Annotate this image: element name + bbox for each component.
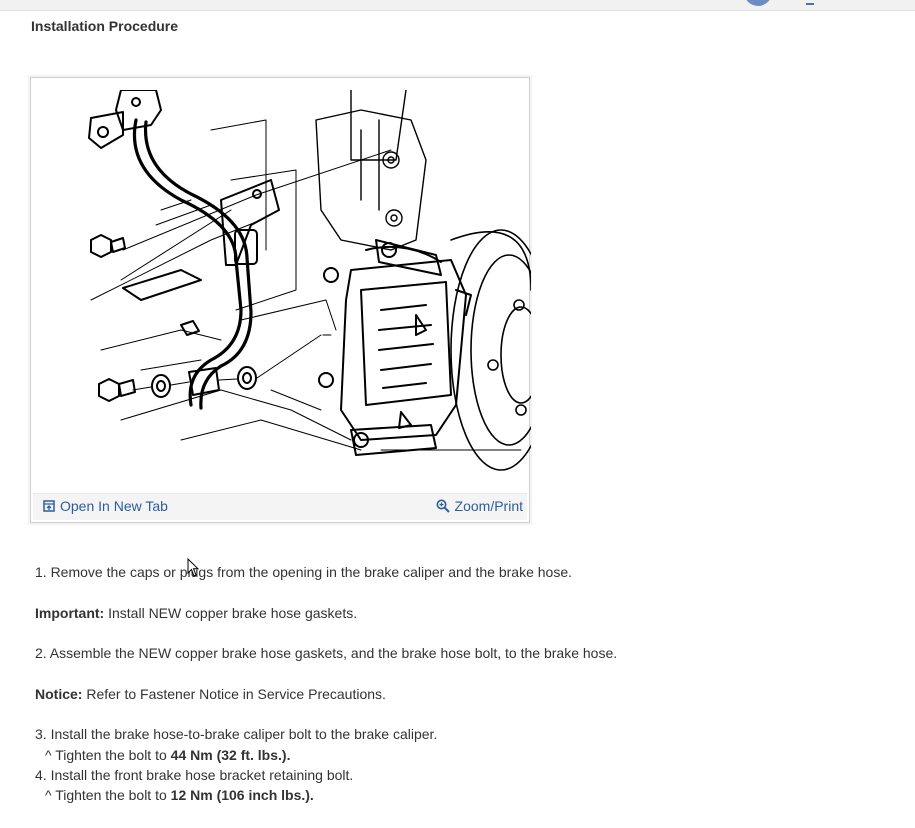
open-in-new-tab-link[interactable]: Open In New Tab [43, 498, 168, 514]
procedure-steps: 1. Remove the caps or plugs from the ope… [35, 562, 895, 806]
menu-icon[interactable] [806, 0, 814, 5]
step-3-torque: ^ Tighten the bolt to 44 Nm (32 ft. lbs.… [35, 745, 895, 765]
step-4-torque: ^ Tighten the bolt to 12 Nm (106 inch lb… [35, 785, 895, 805]
important-text: Install NEW copper brake hose gaskets. [104, 604, 358, 621]
step-3: 3. Install the brake hose-to-brake calip… [35, 726, 438, 743]
zoom-print-label: Zoom/Print [454, 498, 523, 514]
mouse-cursor-icon [187, 558, 199, 577]
zoom-print-link[interactable]: Zoom/Print [436, 498, 523, 514]
step-4-torque-prefix: ^ Tighten the bolt to [45, 787, 171, 804]
step-3-torque-prefix: ^ Tighten the bolt to [45, 746, 171, 763]
zoom-icon [436, 499, 450, 513]
notice-label: Notice: [35, 685, 83, 702]
important-note: Important: Install NEW copper brake hose… [35, 603, 895, 623]
important-label: Important: [35, 604, 105, 621]
step-3-torque-value: 44 Nm (32 ft. lbs.). [170, 746, 291, 763]
step-4-torque-value: 12 Nm (106 inch lbs.). [170, 787, 314, 804]
top-toolbar-strip [0, 0, 915, 11]
step-1: 1. Remove the caps or plugs from the ope… [35, 564, 572, 580]
open-in-new-tab-label: Open In New Tab [60, 498, 168, 514]
figure-toolbar: Open In New Tab Zoom/Print [33, 493, 527, 520]
avatar[interactable] [744, 0, 772, 6]
open-new-tab-icon [43, 500, 55, 512]
figure-panel: Open In New Tab Zoom/Print [30, 77, 531, 523]
brake-hose-diagram [88, 90, 531, 471]
step-2: 2. Assemble the NEW copper brake hose ga… [35, 645, 618, 662]
notice-note: Notice: Refer to Fastener Notice in Serv… [35, 684, 895, 704]
notice-text: Refer to Fastener Notice in Service Prec… [82, 685, 386, 702]
page-title: Installation Procedure [31, 18, 179, 34]
step-4: 4. Install the front brake hose bracket … [35, 766, 354, 783]
